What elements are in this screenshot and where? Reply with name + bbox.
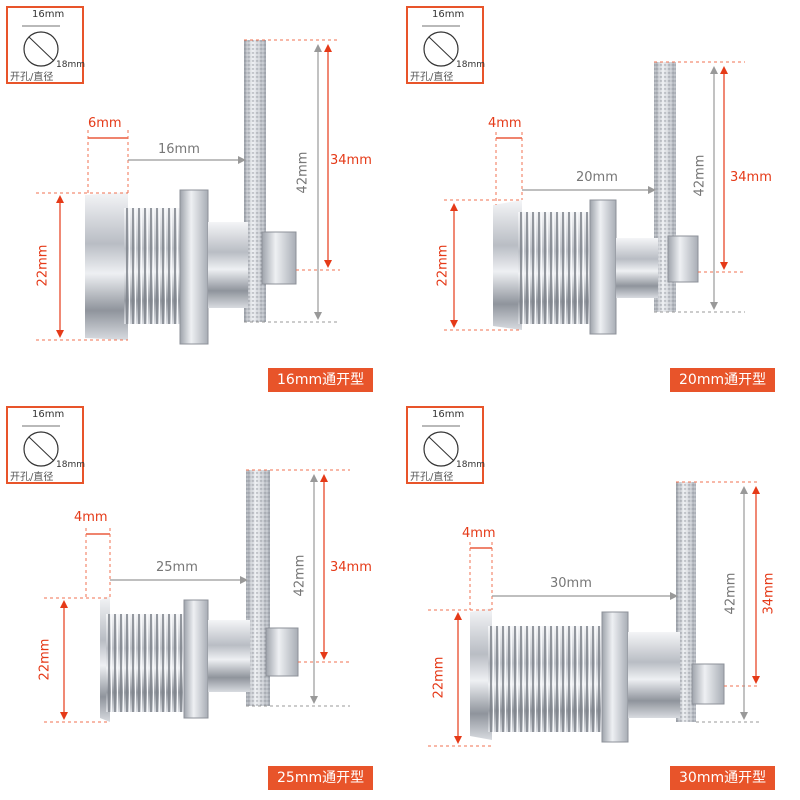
- variant-badge: 20mm通开型: [670, 368, 776, 392]
- inner-height-label: 34mm: [330, 560, 372, 575]
- lock-head: [85, 192, 128, 340]
- lock-drawing: [44, 469, 350, 723]
- head-diameter-label: 22mm: [37, 638, 53, 681]
- cam-width-label: 4mm: [74, 510, 108, 525]
- hole-diameter-label: 18mm: [456, 460, 485, 470]
- hole-diameter-label: 18mm: [456, 60, 485, 70]
- hole-caption: 开孔/直径: [410, 472, 454, 483]
- inner-height-label: 34mm: [330, 153, 372, 168]
- outer-height-label: 42mm: [295, 151, 311, 194]
- lock-drawing: [444, 61, 745, 335]
- cam-width-label: 4mm: [488, 116, 522, 131]
- hole-diameter-label: 18mm: [56, 60, 85, 70]
- panel-25mm: 16mm 18mm 开孔/直径 4mm 25mm 22mm 42mm 34mm …: [0, 400, 400, 800]
- hole-diagram: 16mm 18mm 开孔/直径: [6, 6, 85, 84]
- thread-length-label: 20mm: [576, 170, 618, 185]
- panel-16mm: 16mm 18mm 开孔/直径 6mm 16mm: [0, 0, 400, 400]
- thread-length-label: 16mm: [158, 142, 200, 157]
- cam-width-label: 4mm: [462, 526, 496, 541]
- head-diameter-label: 22mm: [431, 656, 447, 699]
- thread-length-label: 30mm: [550, 576, 592, 591]
- hole-width-label: 16mm: [32, 9, 65, 20]
- hole-caption: 开孔/直径: [10, 72, 54, 83]
- inner-height-label: 34mm: [730, 170, 772, 185]
- variant-badge: 25mm通开型: [268, 766, 374, 790]
- outer-height-label: 42mm: [292, 554, 308, 597]
- hole-width-label: 16mm: [432, 409, 465, 420]
- lock-drawing: [428, 481, 760, 747]
- thread-length-label: 25mm: [156, 560, 198, 575]
- hole-width-label: 16mm: [432, 9, 465, 20]
- panel-30mm: 16mm 18mm 开孔/直径 4mm 30mm 22mm 42mm 34mm …: [400, 400, 800, 800]
- outer-height-label: 42mm: [692, 154, 708, 197]
- variant-badge: 30mm通开型: [670, 766, 776, 790]
- hole-diagram: 16mm 18mm 开孔/直径: [6, 406, 85, 484]
- hole-caption: 开孔/直径: [10, 472, 54, 483]
- hole-diagram: 16mm 18mm 开孔/直径: [406, 6, 485, 84]
- hole-diameter-label: 18mm: [56, 460, 85, 470]
- panel-20mm: 16mm 18mm 开孔/直径 4mm 20mm 22mm 42mm 34mm …: [400, 0, 800, 400]
- cam-width-label: 6mm: [88, 116, 122, 131]
- lock-drawing: [36, 39, 340, 345]
- inner-height-label: 34mm: [761, 572, 777, 615]
- hole-caption: 开孔/直径: [410, 72, 454, 83]
- outer-height-label: 42mm: [723, 572, 739, 615]
- head-diameter-label: 22mm: [35, 244, 51, 287]
- hole-diagram: 16mm 18mm 开孔/直径: [406, 406, 485, 484]
- variant-badge: 16mm通开型: [268, 368, 374, 392]
- hole-width-label: 16mm: [32, 409, 65, 420]
- head-diameter-label: 22mm: [435, 244, 451, 287]
